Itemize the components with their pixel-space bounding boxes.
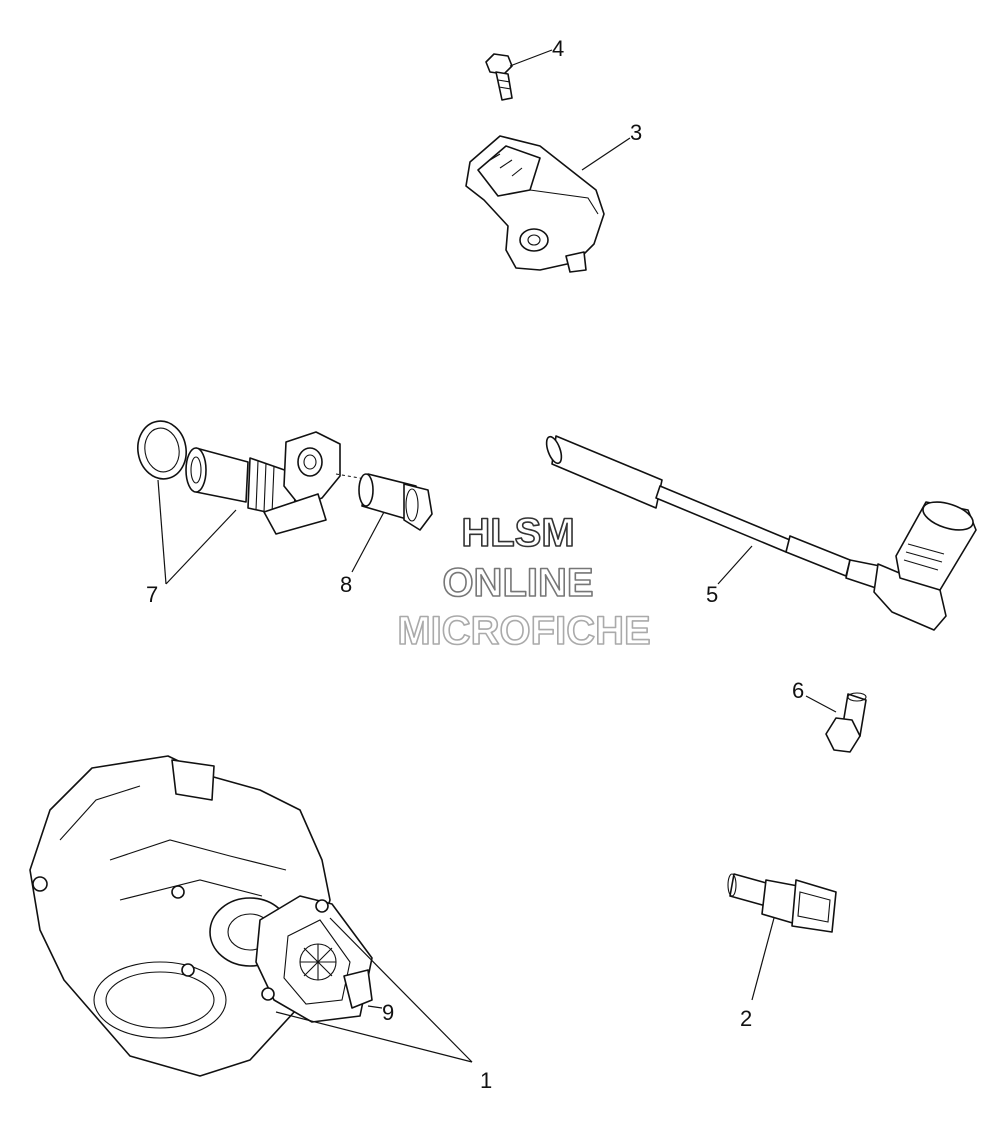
- cam-sensor-part-7[interactable]: [185, 431, 341, 535]
- leader-7b: [165, 509, 237, 585]
- bolt-part-6[interactable]: [825, 692, 867, 753]
- leader-1a: [329, 917, 473, 1063]
- callout-4: 4: [552, 36, 564, 61]
- callout-7: 7: [146, 582, 158, 607]
- leader-6: [805, 695, 837, 713]
- speed-sensor-part-5[interactable]: [544, 435, 977, 631]
- leader-5: [717, 545, 753, 585]
- callout-5: 5: [706, 582, 718, 607]
- watermark: HLSM ONLINE MICROFICHE: [397, 510, 652, 654]
- leader-7a: [157, 479, 167, 585]
- callout-9: 9: [382, 1000, 394, 1025]
- temp-sensor-part-2[interactable]: [727, 873, 837, 933]
- map-sensor-part-3[interactable]: [465, 135, 605, 273]
- watermark-line-1: HLSM: [461, 511, 574, 555]
- spacer-part-8[interactable]: [358, 473, 433, 531]
- watermark-line-2: ONLINE: [442, 561, 593, 605]
- leader-1b: [275, 1011, 473, 1063]
- leader-4: [509, 49, 553, 67]
- callout-1: 1: [480, 1068, 492, 1093]
- callout-6: 6: [792, 678, 804, 703]
- oring-part-7[interactable]: [133, 417, 190, 482]
- watermark-line-3: MICROFICHE: [397, 609, 650, 653]
- leader-9: [367, 1005, 383, 1009]
- callout-8: 8: [340, 572, 352, 597]
- leader-8: [351, 511, 385, 573]
- bolt-part-4[interactable]: [485, 53, 513, 101]
- tps-sensor-part-9[interactable]: [255, 895, 373, 1023]
- leader-2: [751, 917, 775, 1001]
- leader-3: [581, 137, 631, 171]
- callout-3: 3: [630, 120, 642, 145]
- callout-2: 2: [740, 1006, 752, 1031]
